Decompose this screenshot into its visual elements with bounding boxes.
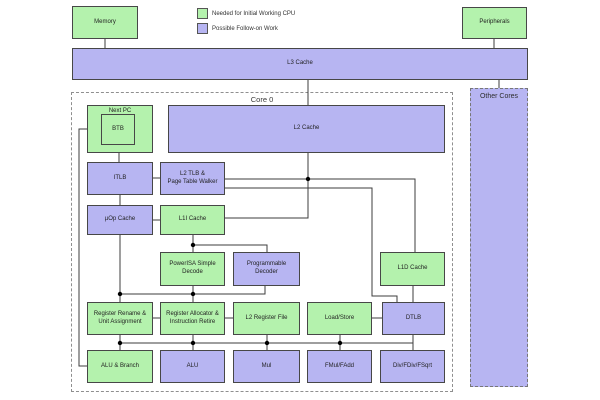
node-label: PowerISA Simple Decode xyxy=(169,261,216,275)
node-label: BTB xyxy=(112,125,124,132)
other-cores-label: Other Cores xyxy=(479,93,519,100)
node-l2-tlb-page-table-walker: L2 TLB & Page Table Walker xyxy=(160,162,225,195)
node-label: ALU & Branch xyxy=(100,362,140,369)
node-label: Load/Store xyxy=(324,314,355,321)
node-dtlb: DTLB xyxy=(382,302,445,335)
node-alu-branch: ALU & Branch xyxy=(87,350,153,383)
node-alu: ALU xyxy=(160,350,225,383)
node-itlb: ITLB xyxy=(87,162,153,195)
node-label: L1I Cache xyxy=(178,216,207,223)
node-label: ITLB xyxy=(113,174,127,181)
legend-swatch-green xyxy=(197,8,208,19)
node-label: ALU xyxy=(186,362,199,369)
node-powerisa-simple-decode: PowerISA Simple Decode xyxy=(160,252,225,286)
legend-label: Needed for Initial Working CPU xyxy=(212,10,296,17)
node-label: Programmable Decoder xyxy=(246,261,287,275)
node-programmable-decoder: Programmable Decoder xyxy=(233,252,300,286)
node-btb: BTB xyxy=(101,114,135,145)
node-mul: Mul xyxy=(233,350,300,383)
node-memory: Memory xyxy=(72,6,138,39)
legend-item-initial-cpu: Needed for Initial Working CPU xyxy=(197,8,295,19)
node-div-fdiv-fsqrt: Div/FDiv/FSqrt xyxy=(380,350,445,383)
node-label: FMul/FAdd xyxy=(324,362,354,369)
other-cores-block: Other Cores xyxy=(470,88,528,387)
legend-item-follow-on: Possible Follow-on Work xyxy=(197,23,278,34)
node-l2-cache: L2 Cache xyxy=(168,105,445,153)
node-l3-cache: L3 Cache xyxy=(72,48,528,80)
node-uop-cache: µOp Cache xyxy=(87,205,153,235)
node-label: Div/FDiv/FSqrt xyxy=(393,362,432,369)
node-load-store: Load/Store xyxy=(307,302,372,335)
node-label: Register Allocator & Instruction Retire xyxy=(166,310,219,325)
node-label: Mul xyxy=(261,362,272,369)
node-register-rename-unit-assignment: Register Rename & Unit Assignment xyxy=(87,302,153,335)
core0-title: Core 0 xyxy=(250,95,274,104)
node-register-allocator-instruction-retire: Register Allocator & Instruction Retire xyxy=(160,302,225,335)
node-label: Peripherals xyxy=(479,19,510,26)
node-fmul-fadd: FMul/FAdd xyxy=(307,350,372,383)
node-label: L2 TLB & Page Table Walker xyxy=(167,170,218,185)
node-l1i-cache: L1I Cache xyxy=(160,205,225,235)
legend-label: Possible Follow-on Work xyxy=(212,25,278,32)
node-l2-register-file: L2 Register File xyxy=(233,302,300,335)
node-peripherals: Peripherals xyxy=(462,7,527,39)
legend-swatch-purple xyxy=(197,23,208,34)
node-l1d-cache: L1D Cache xyxy=(380,252,445,286)
node-label: Next PC xyxy=(108,108,132,114)
node-label: DTLB xyxy=(405,314,422,321)
node-label: µOp Cache xyxy=(104,216,136,223)
node-label: Register Rename & Unit Assignment xyxy=(93,310,147,325)
node-label: L2 Cache xyxy=(293,125,320,132)
node-label: L3 Cache xyxy=(287,60,313,67)
node-label: L2 Register File xyxy=(245,314,288,321)
core0-cluster: Core 0 xyxy=(71,92,453,392)
node-label: L1D Cache xyxy=(397,265,428,272)
node-label: Memory xyxy=(94,18,116,25)
